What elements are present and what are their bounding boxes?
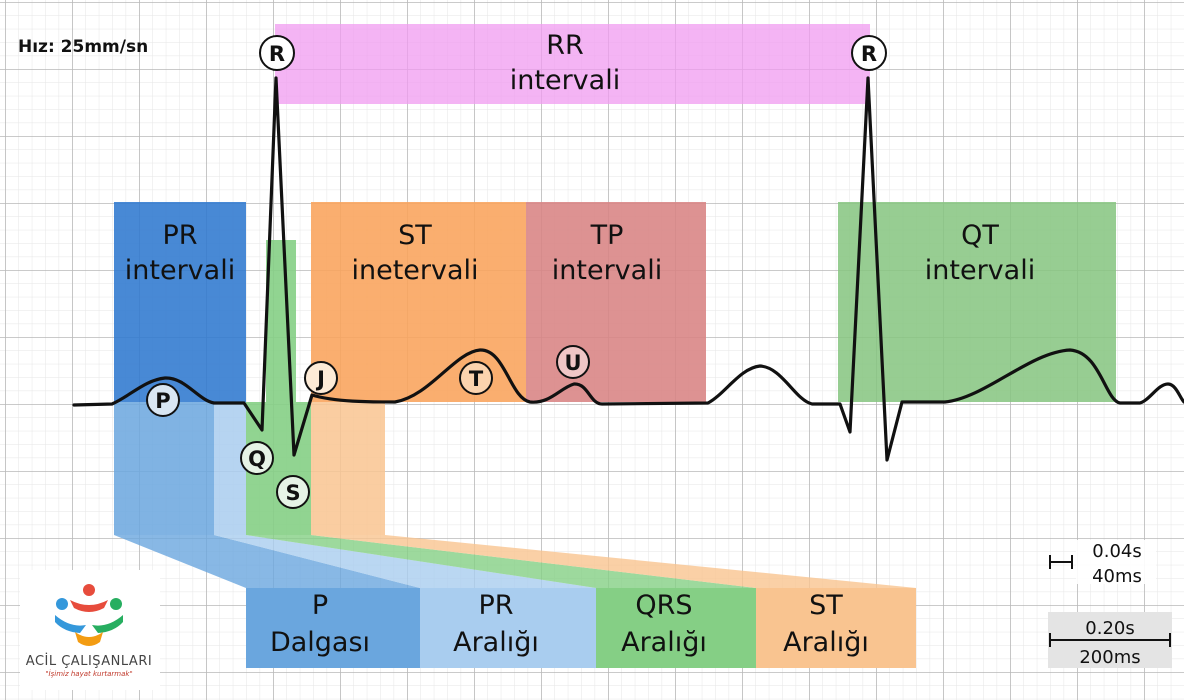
- p-wave-connector: [114, 535, 420, 588]
- svg-text:ST: ST: [398, 220, 432, 251]
- svg-text:ST: ST: [809, 590, 843, 621]
- rr-label-1: RR: [546, 30, 584, 61]
- st-interval-label-2: inetervali: [351, 255, 478, 286]
- svg-text:QRS: QRS: [635, 590, 692, 621]
- wave-marker-s: S: [276, 475, 310, 509]
- svg-text:QT: QT: [961, 220, 999, 251]
- svg-text:J: J: [315, 367, 325, 391]
- qrs-box: [596, 588, 756, 668]
- st-interval-label-1: ST: [398, 220, 432, 251]
- svg-text:RR: RR: [546, 30, 584, 61]
- pr-interval-label-1: PR: [162, 220, 197, 251]
- scale-large-top: 0.20s: [1085, 618, 1134, 639]
- wave-marker-q: Q: [240, 441, 274, 475]
- tp-interval-label-1: TP: [590, 220, 624, 251]
- svg-text:R: R: [861, 42, 877, 66]
- scale-large-bottom: 200ms: [1079, 647, 1140, 668]
- pr-segment-label-2: Aralığı: [453, 627, 539, 658]
- st-segment-box: [756, 588, 916, 668]
- svg-text:intervali: intervali: [925, 255, 1035, 286]
- p-wave-label-2: Dalgası: [270, 627, 370, 658]
- svg-text:R: R: [269, 42, 285, 66]
- pr-segment-column: [214, 402, 246, 535]
- speed-label: Hız: 25mm/sn: [18, 37, 148, 57]
- qrs-label-1: QRS: [635, 590, 692, 621]
- svg-text:intervali: intervali: [125, 255, 235, 286]
- svg-text:intervali: intervali: [552, 255, 662, 286]
- qrs-label-2: Aralığı: [621, 627, 707, 658]
- wave-marker-j: J: [304, 361, 338, 395]
- p-wave-box: [246, 588, 420, 668]
- st-segment-column: [311, 402, 385, 535]
- rr-label-2: intervali: [510, 65, 620, 96]
- pr-segment-box: [420, 588, 596, 668]
- svg-text:Q: Q: [248, 447, 266, 471]
- logo-name: ACİL ÇALIŞANLARI: [26, 653, 152, 669]
- tp-interval-box: [526, 202, 706, 402]
- svg-text:T: T: [469, 367, 484, 391]
- ecg-waveform: [72, 76, 1184, 462]
- svg-text:Dalgası: Dalgası: [270, 627, 370, 658]
- svg-text:intervali: intervali: [510, 65, 620, 96]
- scale-small-top: 0.04s: [1092, 541, 1141, 562]
- acil-calisanlari-logo: ACİL ÇALIŞANLARI "İşimiz hayat kurtarmak…: [20, 570, 160, 690]
- scale-small-bottom: 40ms: [1092, 566, 1142, 587]
- logo-slogan: "İşimiz hayat kurtarmak": [45, 669, 132, 678]
- svg-text:Aralığı: Aralığı: [453, 627, 539, 658]
- rr-interval-box: [275, 24, 870, 104]
- pr-interval-box: [114, 202, 246, 402]
- svg-text:S: S: [285, 481, 300, 505]
- qt-interval-label-2: intervali: [925, 255, 1035, 286]
- pr-segment-label-1: PR: [478, 590, 513, 621]
- svg-text:U: U: [564, 351, 581, 375]
- svg-text:P: P: [312, 590, 328, 621]
- wave-marker-r2: R: [851, 35, 887, 71]
- pr-interval-label-2: intervali: [125, 255, 235, 286]
- svg-text:Aralığı: Aralığı: [621, 627, 707, 658]
- qt-interval-box: [838, 202, 1116, 402]
- svg-text:PR: PR: [478, 590, 513, 621]
- svg-text:Aralığı: Aralığı: [783, 627, 869, 658]
- st-segment-label-2: Aralığı: [783, 627, 869, 658]
- st-segment-connector: [311, 535, 916, 588]
- svg-text:inetervali: inetervali: [351, 255, 478, 286]
- tp-interval-label-2: intervali: [552, 255, 662, 286]
- scale-legend-large: 0.20s 200ms: [1048, 612, 1172, 668]
- svg-text:PR: PR: [162, 220, 197, 251]
- wave-marker-t: T: [459, 361, 493, 395]
- wave-marker-p: P: [146, 383, 180, 417]
- p-wave-label-1: P: [312, 590, 328, 621]
- p-wave-column: [114, 402, 214, 535]
- scale-legend-small: 0.04s 40ms: [1049, 540, 1156, 587]
- wave-marker-r1: R: [259, 35, 295, 71]
- qt-interval-label-1: QT: [961, 220, 999, 251]
- wave-marker-u: U: [556, 345, 590, 379]
- svg-text:P: P: [155, 389, 170, 413]
- pr-segment-connector: [214, 535, 596, 588]
- svg-text:TP: TP: [590, 220, 624, 251]
- st-segment-label-1: ST: [809, 590, 843, 621]
- qrs-connector: [246, 535, 756, 588]
